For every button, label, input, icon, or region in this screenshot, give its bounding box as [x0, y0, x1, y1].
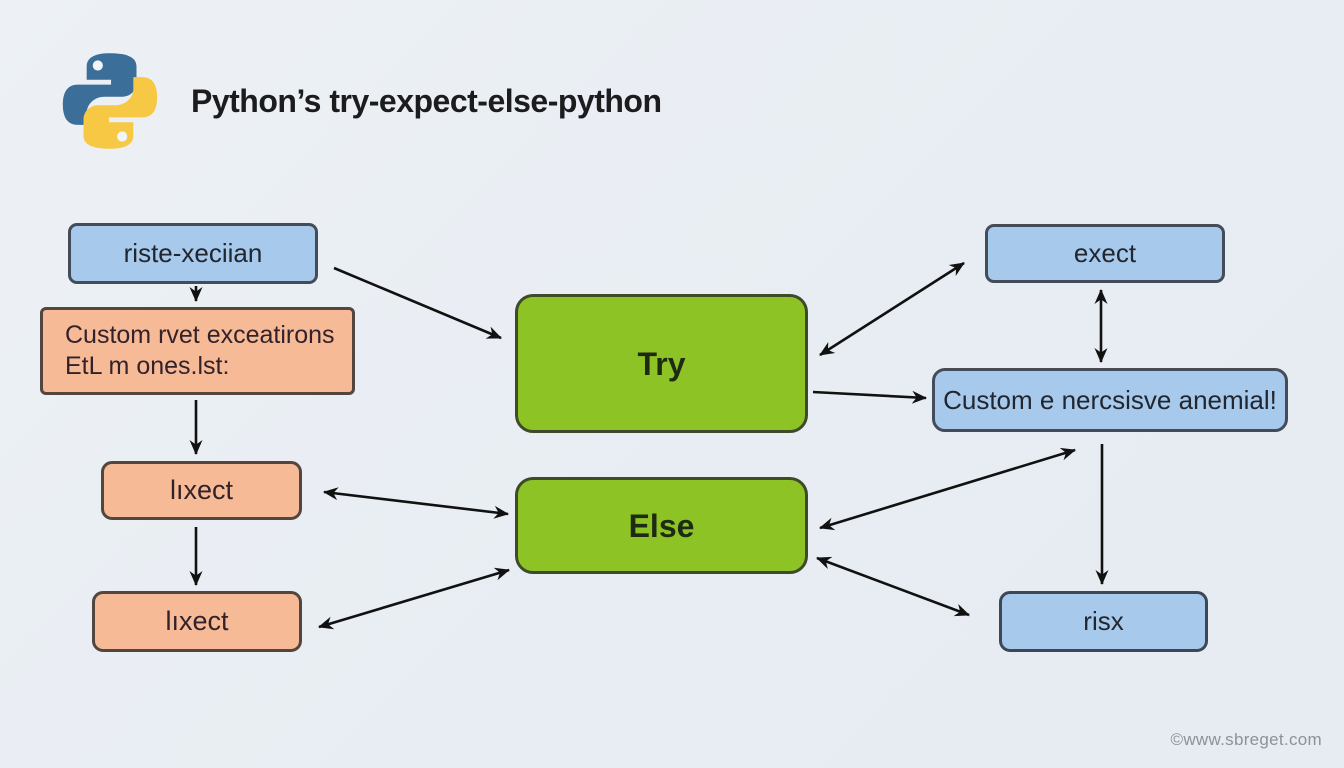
- node-exect: exect: [985, 224, 1225, 283]
- arrow-else-customright: [819, 447, 1076, 531]
- node-label: lıxect: [169, 474, 234, 505]
- arrow-lixect1-else: [323, 487, 509, 519]
- page-title: Python’s try-expect-else-python: [191, 82, 662, 119]
- node-custom-exceptions: Custom rvet exceatirons EtL m ones.lst:: [40, 307, 355, 395]
- arrow-try-to-customright: [812, 390, 927, 404]
- python-logo-icon: [62, 53, 158, 149]
- header: Python’s try-expect-else-python: [57, 48, 662, 154]
- node-risx: risx: [999, 591, 1208, 652]
- node-label: riste-xeciian: [123, 238, 263, 269]
- node-label: exect: [1073, 238, 1137, 269]
- node-label: risx: [1083, 606, 1124, 637]
- node-else: Else: [515, 477, 808, 574]
- node-lixect-2: lıxect: [92, 591, 302, 652]
- arrow-riste-to-try: [333, 266, 502, 340]
- node-label: Custom e nercsisve anemial!: [943, 384, 1277, 415]
- node-custom-recursive: Custom e nercsisve anemial!: [932, 368, 1288, 432]
- node-lixect-1: lıxect: [101, 461, 302, 520]
- node-riste-xeciian: riste-xeciian: [68, 223, 318, 284]
- node-label: Else: [628, 507, 695, 544]
- node-label: Custom rvet exceatirons EtL m ones.lst:: [65, 320, 335, 380]
- arrow-else-risx: [816, 556, 970, 617]
- arrow-lixect2-else: [318, 567, 510, 630]
- watermark: ©www.sbreget.com: [1170, 730, 1322, 749]
- node-label: lıxect: [165, 605, 229, 636]
- node-try: Try: [515, 294, 808, 433]
- node-label: Try: [637, 345, 686, 382]
- arrow-try-exect: [819, 261, 965, 357]
